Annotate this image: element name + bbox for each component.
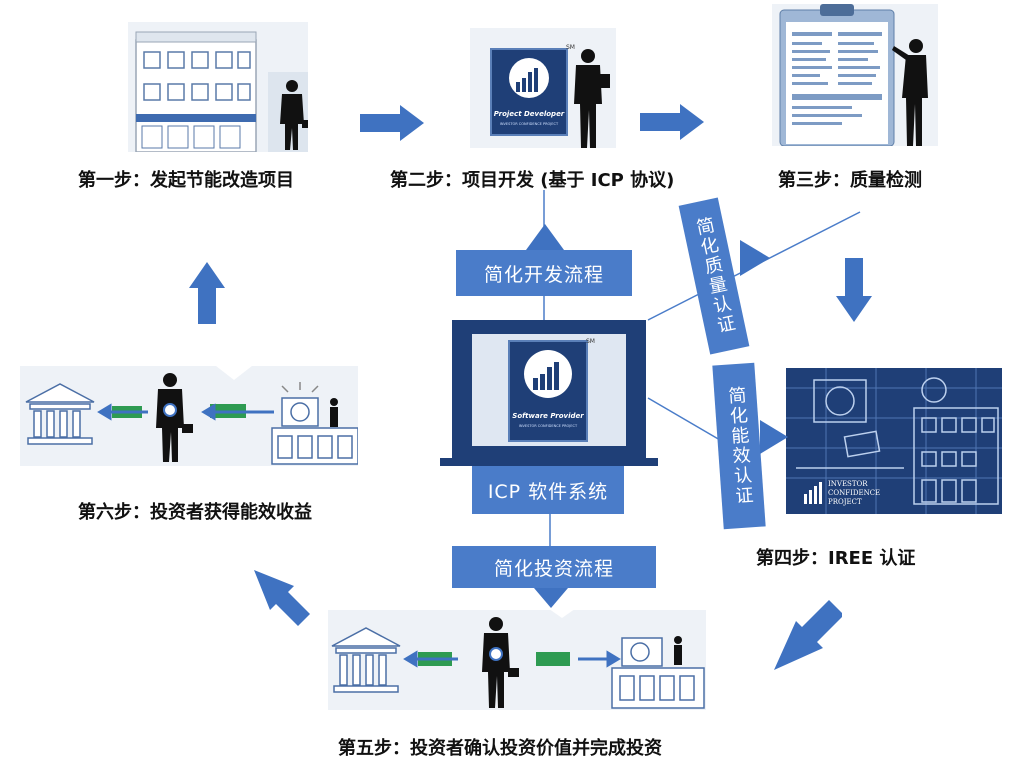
bar-chart-logo-icon: [509, 58, 549, 98]
step5-caption: 第五步：投资者确认投资价值并完成投资: [338, 738, 662, 759]
software-provider-title: Software Provider: [512, 412, 584, 420]
arrow-down-icon: [534, 588, 568, 608]
icp-software-label: ICP 软件系统: [472, 466, 624, 514]
arrow-up-left-icon: [254, 570, 310, 626]
iree-logo-line2: CONFIDENCE: [828, 489, 881, 497]
businessman-icon: [574, 49, 610, 148]
software-provider-sub: INVESTOR CONFIDENCE PROJECT: [518, 424, 578, 428]
pointer-right-icon: [740, 240, 770, 276]
arrow-right-icon: [640, 104, 704, 140]
arrow-down-icon: [836, 258, 872, 322]
step3-caption: 第三步：质量检测: [778, 170, 922, 191]
clipboard-icon: [779, 4, 895, 146]
blueprint-icon: [786, 368, 1002, 514]
simplify-invest-label: 简化投资流程: [452, 546, 656, 588]
laptop-screen: Software Provider INVESTOR CONFIDENCE PR…: [472, 334, 626, 446]
software-provider-logo: Software Provider INVESTOR CONFIDENCE PR…: [508, 340, 588, 442]
pointer-right-icon: [760, 420, 788, 454]
step1-image: [128, 22, 308, 152]
step2-caption: 第二步：项目开发 (基于 ICP 协议): [390, 170, 675, 191]
iree-logo-line1: INVESTOR: [828, 480, 868, 488]
bank-icon: [331, 627, 401, 693]
person-pointing-icon: [892, 39, 928, 146]
returns-flow-illustration: [25, 373, 358, 465]
arrow-up-icon: [526, 224, 564, 250]
arrow-down-left-icon: [774, 600, 842, 670]
project-developer-sub: INVESTOR CONFIDENCE PROJECT: [499, 122, 559, 126]
project-developer-title: Project Developer: [493, 110, 565, 118]
laptop-icon: Software Provider INVESTOR CONFIDENCE PR…: [452, 320, 646, 460]
sm-mark: SM: [566, 44, 575, 51]
step4-caption: 第四步：IREE 认证: [756, 548, 916, 569]
businessman-icon: [280, 80, 308, 150]
step6-caption: 第六步：投资者获得能效收益: [78, 502, 312, 523]
arrow-right-icon: [360, 105, 424, 141]
step6-image: [20, 366, 358, 466]
investment-flow-illustration: [331, 617, 705, 709]
project-developer-logo: Project Developer INVESTOR CONFIDENCE PR…: [490, 48, 568, 136]
laptop-base: [440, 458, 658, 466]
notch-down-icon: [216, 366, 252, 380]
step5-image: [328, 610, 706, 710]
bar-chart-logo-icon: [524, 350, 572, 398]
step1-caption: 第一步：发起节能改造项目: [78, 170, 294, 191]
bank-icon: [25, 383, 95, 445]
arrow-up-icon: [189, 262, 225, 324]
notch-down-icon: [542, 604, 582, 618]
simplify-dev-label: 简化开发流程: [456, 250, 632, 296]
building-icon: [135, 31, 308, 152]
step3-image: [772, 4, 938, 146]
iree-logo-line3: PROJECT: [828, 498, 862, 506]
step2-image: Project Developer INVESTOR CONFIDENCE PR…: [470, 28, 616, 148]
step4-image: INVESTOR CONFIDENCE PROJECT: [786, 368, 1002, 514]
sm-mark: SM: [586, 338, 595, 345]
